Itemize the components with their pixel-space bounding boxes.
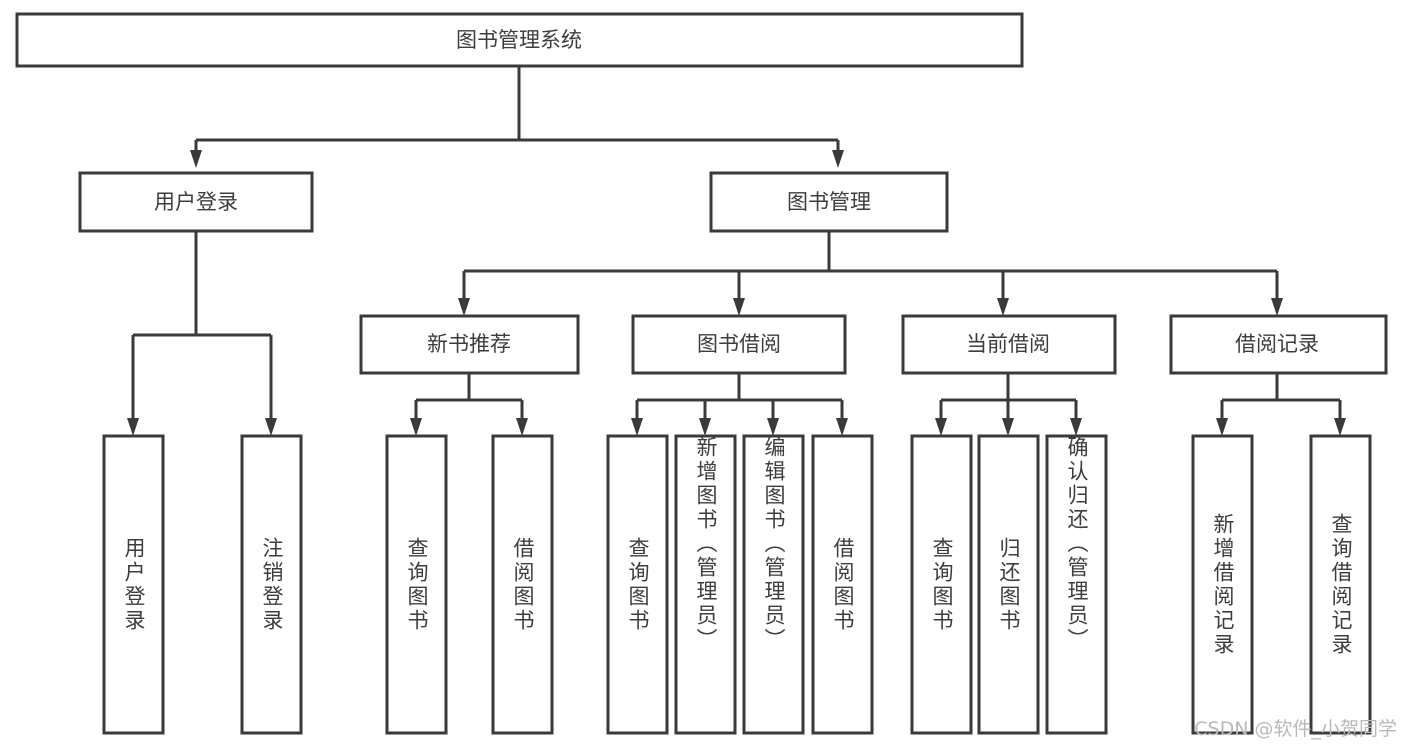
node-root-system[interactable] [15,12,1024,68]
node-borrow-record-label: 借阅记录 [1235,332,1319,356]
node-user-login-label: 用户登录 [154,190,238,214]
node-book-borrow-label: 图书借阅 [697,332,781,356]
arrow-head [935,418,947,436]
arrow-head [1002,418,1014,436]
connector-book-borrow-branch [631,373,848,436]
arrow-head [1334,418,1346,436]
leaf-current-borrow-confirm[interactable] [1045,434,1108,735]
arrow-head [265,418,277,436]
node-borrow-record[interactable] [1169,314,1388,375]
node-current-borrow-label: 当前借阅 [966,332,1050,356]
leaf-book-borrow-add[interactable] [674,434,737,735]
arrow-head [733,298,745,316]
node-current-borrow[interactable] [901,314,1117,375]
connector-book-manage-branch [458,231,1283,316]
arrow-head [767,418,779,436]
node-root-label: 图书管理系统 [456,28,582,52]
arrow-head [836,418,848,436]
arrow-head [127,418,139,436]
arrow-head [1216,418,1228,436]
arrow-head [997,298,1009,316]
arrow-head [516,418,528,436]
arrow-to-user-login [190,150,202,168]
node-book-manage-label: 图书管理 [787,190,871,214]
leaf-user-login-logout[interactable] [240,434,303,735]
arrow-head [1070,418,1082,436]
leaf-current-borrow-query[interactable] [910,434,973,735]
connector-new-book-branch [410,373,528,436]
leaf-borrow-record-query[interactable] [1309,434,1372,735]
leaf-new-book-borrow[interactable] [491,434,554,735]
leaf-new-book-query[interactable] [385,434,448,735]
arrow-head [410,418,422,436]
arrow-to-book-manage [832,150,844,168]
arrow-head [699,418,711,436]
leaf-borrow-record-add[interactable] [1191,434,1254,735]
arrow-head [1271,298,1283,316]
node-book-manage[interactable] [709,171,949,233]
connector-current-borrow-branch [935,373,1082,436]
leaf-book-borrow-borrow[interactable] [811,434,874,735]
leaf-user-login-login[interactable] [102,434,165,735]
connector-user-login-branch [127,231,277,436]
node-book-borrow[interactable] [631,314,847,375]
leaf-book-borrow-query[interactable] [606,434,669,735]
leaf-current-borrow-return[interactable] [977,434,1040,735]
csdn-watermark: CSDN @软件_小贺同学 [1194,718,1397,740]
node-user-login[interactable] [78,171,314,233]
node-new-book-recommend-label: 新书推荐 [427,332,511,356]
leaf-book-borrow-edit[interactable] [742,434,805,735]
node-new-book-recommend[interactable] [359,314,580,375]
arrow-head [458,298,470,316]
connector-root-trunk [190,66,844,168]
connector-borrow-record-branch [1216,373,1346,436]
arrow-head [631,418,643,436]
